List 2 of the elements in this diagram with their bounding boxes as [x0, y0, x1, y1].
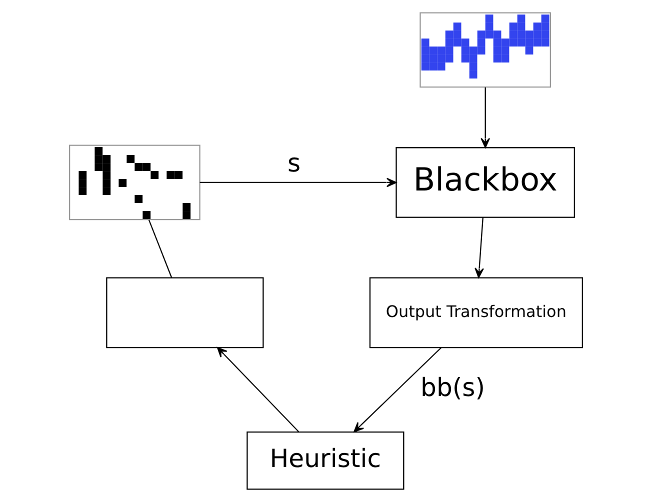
edge-label: bb(s) — [420, 373, 485, 402]
edge-label: s — [286, 148, 300, 178]
